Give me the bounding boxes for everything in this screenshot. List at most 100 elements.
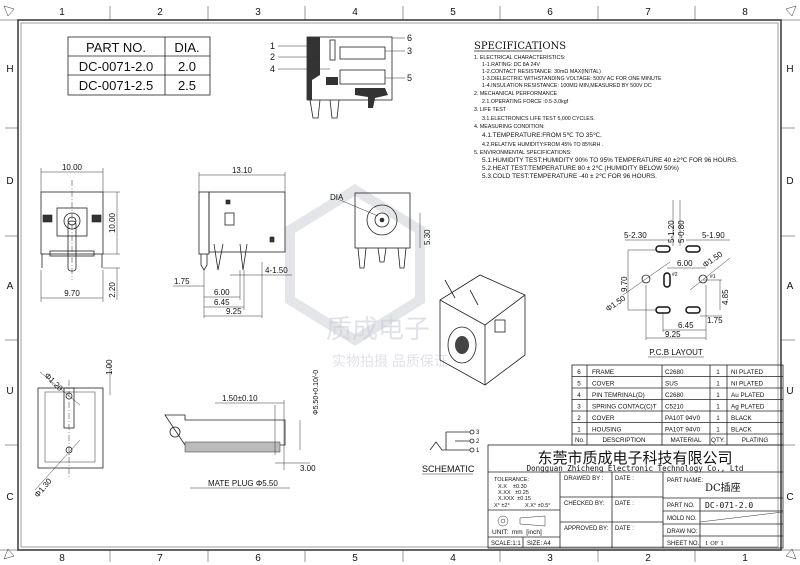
- bom-cell: PA10T 94V0: [665, 415, 701, 422]
- col-label: 2: [157, 7, 163, 18]
- dim-label: 5.30: [423, 229, 432, 245]
- spec-line: 2. MECHANICAL PERFORMANCE: [474, 91, 558, 97]
- title-block: 东莞市质成电子科技有限公司 Dongguan Zhicheng Electron…: [487, 444, 784, 549]
- row-label: U: [786, 386, 793, 397]
- dim-label: 6.00: [677, 259, 693, 268]
- bom-cell: HOUSING: [592, 427, 621, 434]
- bom-cell: Ag PLATED: [731, 404, 765, 411]
- spec-line: 1-1.RATING: DC 8A 24V: [482, 62, 540, 68]
- spec-line: 1-2.CONTACT RESISTANCE: 30mΩ MAX(INITAL): [482, 69, 601, 75]
- row-label: C: [6, 492, 13, 503]
- bom-cell: 1: [716, 427, 720, 434]
- col-label: 6: [255, 553, 261, 564]
- dim-label: 4-1.50: [265, 266, 288, 275]
- col-label: 7: [157, 553, 163, 564]
- dim-label: 3.00: [300, 464, 316, 473]
- dim-label: Φ5.50+0.10/-0: [313, 370, 320, 415]
- part-number-table: PART NO. DIA. DC-0071-2.0 2.0 DC-0071-2.…: [67, 36, 211, 96]
- spec-line: 1-3.DIELECTRIC WITHSTANDING VOLTAGE: 500…: [482, 76, 662, 82]
- part-name-value: DC插座: [705, 481, 741, 494]
- col-label: 7: [645, 7, 651, 18]
- part-table-header: PART NO.: [86, 40, 146, 55]
- dim-label: 1.75: [174, 277, 190, 286]
- bom-cell: 1: [716, 392, 720, 399]
- pin-label: #2: [672, 272, 678, 278]
- company-name-en: Dongguan Zhicheng Electronic Technology …: [527, 464, 744, 473]
- callout-label: 2: [270, 52, 275, 62]
- spec-line: 3. LIFE TEST: [474, 107, 507, 113]
- dim-label: Φ1.30: [33, 476, 54, 499]
- scale-label: SCALE:1:1: [491, 541, 521, 547]
- tolerance-title: TOLERANCE:: [494, 477, 530, 483]
- dim-label: 1.75: [707, 316, 723, 325]
- spec-line: 5.3.COLD TEST:TEMPERATURE -40 ± 2℃ FOR 9…: [482, 173, 657, 180]
- bom-cell: COVER: [592, 415, 615, 422]
- bom-header: PLATING: [742, 437, 769, 444]
- specifications: SPECIFICATIONS 1. ELECTRICAL CHARACTERIS…: [474, 41, 738, 180]
- bom-cell: PA10T 94V0: [665, 427, 701, 434]
- side-view: 13.10 1.75 6.00 6.45 9.25 4-1.50: [173, 166, 292, 318]
- schematic: 3 2 1 SCHEMATIC: [422, 429, 480, 475]
- unit-label: UNIT: mm [inch]: [492, 529, 542, 536]
- pin-label: 3: [476, 430, 480, 436]
- dim-label: 9.25: [226, 307, 242, 316]
- dim-label: 10.00: [62, 163, 83, 172]
- front-view: 10.00 9.70 10.00 2.20: [40, 163, 120, 302]
- pin-label: #1: [710, 274, 716, 280]
- date-label: DATE :: [615, 501, 634, 507]
- projection-symbol-icon: [497, 515, 546, 527]
- mate-plug-view: 1.50±0.10 Φ5.50+0.10/-0 3.00 MATE PLUG Φ…: [164, 370, 320, 489]
- bom-cell: 1: [716, 415, 720, 422]
- part-table-cell: DC-0071-2.5: [79, 78, 153, 93]
- dim-label: 9.25: [665, 330, 681, 339]
- tolerance-line: X.XXX ±0.15: [498, 496, 531, 502]
- dim-label: 2.20: [108, 282, 117, 298]
- spec-line: 1. ELECTRICAL CHARACTERISTICS:: [474, 55, 565, 61]
- part-no-value: DC-071-2.0: [705, 501, 753, 510]
- bom-cell: PIN TEMRINAL(D): [592, 392, 645, 399]
- dim-label: 6.45: [678, 321, 694, 330]
- spec-line: 4. MEASURING CONDITION:: [474, 124, 545, 130]
- bom-cell: Au PLATED: [731, 392, 765, 399]
- size-label: SIZE: A4: [527, 541, 551, 547]
- schematic-title: SCHEMATIC: [422, 464, 475, 474]
- angle-tolerance: X.X° ±0.5°: [525, 503, 550, 509]
- part-table-cell: 2.5: [178, 78, 196, 93]
- drawing-frame: [0, 5, 800, 562]
- bom-cell: NI PLATED: [731, 381, 764, 388]
- dim-label: 5-1.20: [667, 220, 676, 243]
- spec-line: 5.2.HEAT TEST:TEMPERATURE 80 ± 2℃ (HUMID…: [482, 165, 679, 172]
- spec-line: 5. ENVIRONMENTAL SPECIFICATIONS:: [474, 150, 572, 156]
- col-label: 5: [352, 553, 358, 564]
- dim-label: 9.70: [64, 289, 80, 298]
- bom-cell: 4: [577, 392, 581, 399]
- dim-label: Φ1.50: [604, 293, 628, 313]
- tolerance-line: X.X ±0.30: [498, 484, 527, 490]
- callout-label: 3: [407, 46, 412, 56]
- bom-cell: 1: [716, 404, 720, 411]
- cross-section-view: 1 2 4 6 3 5: [270, 33, 412, 119]
- angle-tolerance: X° ±2°: [494, 503, 510, 509]
- part-no-label: PART NO.: [667, 503, 695, 509]
- dim-label: 1.50±0.10: [222, 394, 258, 403]
- col-label: 8: [59, 553, 65, 564]
- bom-cell: FRAME: [592, 369, 614, 376]
- bom-cell: NI PLATED: [731, 369, 764, 376]
- sheet-no-label: SHEET NO.: [667, 541, 700, 547]
- row-label: H: [6, 64, 13, 75]
- row-label: C: [786, 492, 793, 503]
- row-label: U: [6, 386, 13, 397]
- callout-label: 6: [407, 33, 412, 43]
- approved-by-label: APPROVED BY:: [564, 526, 609, 532]
- col-label: 4: [352, 7, 358, 18]
- bom-cell: 3: [577, 404, 581, 411]
- bom-cell: C2680: [665, 369, 684, 376]
- bom-cell: BLACK: [731, 415, 752, 422]
- sheet-no-value: 1 OF 1: [705, 541, 724, 547]
- col-label: 2: [645, 553, 651, 564]
- spec-line: 3.1.ELECTRONICS LIFE TEST 5,000 CYCLES.: [482, 116, 595, 122]
- bom-cell: SUS: [665, 381, 678, 388]
- date-label: DATE :: [615, 526, 634, 532]
- pcb-layout-title: P.C.B LAYOUT: [649, 348, 703, 357]
